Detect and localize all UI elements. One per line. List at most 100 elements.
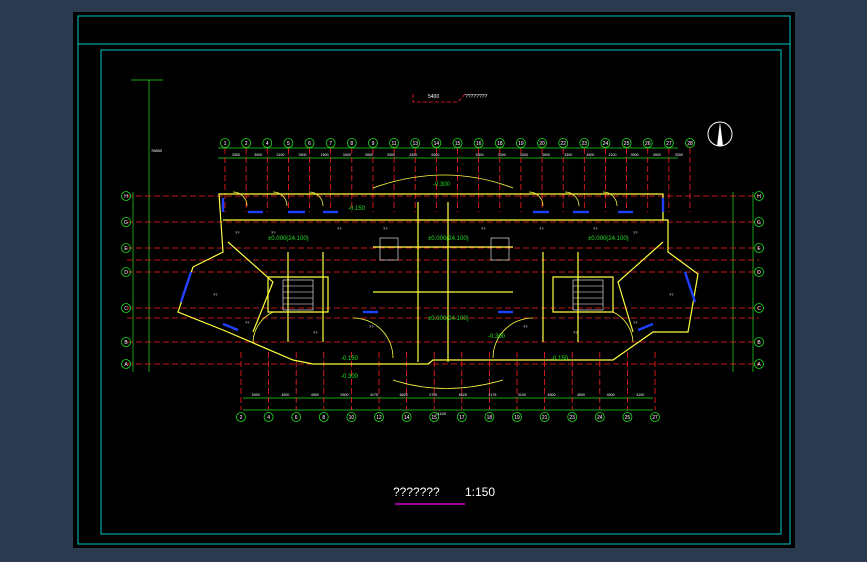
- grid-top-26: 26: [645, 141, 651, 147]
- dim-bottom: 3100: [636, 393, 644, 397]
- dim-top: 3900: [631, 153, 639, 157]
- grid-left-C: C: [124, 306, 128, 312]
- grid-bottom-2: 2: [240, 415, 243, 421]
- grid-left-H-circle: [121, 191, 131, 201]
- dim-top: 3300: [232, 153, 240, 157]
- grid-bottom-27-circle: [650, 412, 660, 422]
- grid-bottom-14: 14: [404, 415, 410, 421]
- grid-top-16: 16: [476, 141, 482, 147]
- grid-right-H-circle: [754, 191, 764, 201]
- dim-top: 3300: [343, 153, 351, 157]
- dim-top: 3900: [299, 153, 307, 157]
- grid-top-13: 13: [412, 141, 418, 147]
- grid-top-18: 18: [497, 141, 503, 147]
- room-label: ??: [245, 320, 250, 325]
- grid-top-15-circle: [452, 138, 463, 148]
- grid-top-19-circle: [516, 138, 526, 148]
- grid-right-G: G: [757, 220, 761, 226]
- grid-bottom-10: 10: [349, 415, 355, 421]
- grid-bottom-19-circle: [512, 412, 522, 422]
- inner-frame: [100, 49, 782, 535]
- level-center-left: ±0.000(24.100): [268, 236, 309, 242]
- grid-bottom-27: 27: [652, 415, 658, 421]
- grid-bottom-12: 12: [376, 415, 382, 421]
- grid-top-27-circle: [663, 138, 674, 148]
- level-small-right: -0.300: [488, 334, 506, 340]
- level-bottom-left: -0.150: [341, 356, 359, 362]
- grid-left-B-circle: [121, 337, 131, 347]
- dim-bottom: 4500: [281, 393, 289, 397]
- building-walls: [177, 193, 699, 365]
- grid-bottom-4-circle: [263, 412, 274, 422]
- level-bottom-right: -0.150: [551, 356, 569, 362]
- grid-top-16-circle: [473, 138, 484, 148]
- level-small-left: -0.150: [348, 206, 366, 212]
- grid-left-E: E: [124, 246, 128, 252]
- grid-right-A-circle: [754, 359, 764, 369]
- room-label: ??: [481, 226, 486, 231]
- drawing-sheet: 5400 ???????? 78650 74100 ??????? 1:150 …: [73, 12, 795, 548]
- room-label: ??: [593, 226, 598, 231]
- grid-top-1-circle: [220, 138, 230, 148]
- dim-top: 3900: [365, 153, 373, 157]
- grid-top-5-circle: [283, 138, 294, 148]
- grid-right-E-circle: [754, 243, 764, 253]
- grid-top-11-circle: [389, 138, 399, 148]
- grid-right-A: A: [757, 362, 761, 368]
- windows: [179, 198, 697, 332]
- dim-top: 6300: [431, 153, 439, 157]
- grid-right-D: D: [757, 270, 761, 276]
- outer-frame: [77, 15, 791, 545]
- grid-top-14-circle: [431, 138, 442, 148]
- grid-bottom-10-circle: [346, 412, 357, 422]
- dim-top: 1500: [321, 153, 329, 157]
- dim-top: 3900: [542, 153, 550, 157]
- level-bottom-far: -0.300: [341, 374, 359, 380]
- grid-left-A-circle: [121, 359, 131, 369]
- door-arcs: [232, 174, 634, 389]
- dim-top: 3900: [653, 153, 661, 157]
- note-label: ????????: [465, 94, 487, 100]
- grid-top-19: 19: [518, 141, 524, 147]
- grid-right-H: H: [757, 194, 761, 200]
- note-value: 5400: [428, 94, 439, 100]
- dim-top: 5300: [476, 153, 484, 157]
- level-lower-center: ±0.000(24.100): [428, 316, 469, 322]
- grid-top-6-circle: [304, 138, 315, 148]
- grid-bottom-4: 4: [267, 415, 270, 421]
- room-label: ??: [337, 226, 342, 231]
- grid-bottom-15-circle: [429, 412, 440, 422]
- grid-bottom-8: 8: [322, 415, 325, 421]
- grid-bottom-6: 6: [295, 415, 298, 421]
- grid-bottom-17: 17: [459, 415, 465, 421]
- grid-left-D-circle: [121, 267, 131, 277]
- dim-bottom: 3100: [518, 393, 526, 397]
- room-label: ??: [669, 292, 674, 297]
- dim-bottom: 5300: [252, 393, 260, 397]
- room-label: ??: [313, 330, 318, 335]
- grid-top-26-circle: [642, 138, 653, 148]
- grid-top-4: 4: [266, 141, 269, 147]
- grid-left-G: G: [124, 220, 128, 226]
- grid-top-14: 14: [434, 141, 440, 147]
- drawing-title: ???????: [393, 485, 440, 499]
- grid-top-4-circle: [262, 138, 273, 148]
- grid-top-18-circle: [494, 138, 505, 148]
- dim-bottom: 2700: [429, 393, 437, 397]
- dim-bottom: 6625: [459, 393, 467, 397]
- grid-top-11: 11: [391, 141, 396, 147]
- grid-bottom-18-circle: [484, 412, 495, 422]
- floor-plan-svg: 5400 ???????? 78650 74100 ??????? 1:150 …: [77, 15, 791, 545]
- grid-bottom-24-circle: [594, 412, 605, 422]
- grid-right-C-circle: [754, 303, 764, 313]
- dim-bottom: 4175: [488, 393, 496, 397]
- grid-top-1: 1: [224, 141, 227, 147]
- grid-left-E-circle: [121, 243, 131, 253]
- room-label: ??: [271, 230, 276, 235]
- room-label: ??: [383, 226, 388, 231]
- grid-bottom-23: 23: [569, 415, 575, 421]
- room-label: ??: [633, 230, 638, 235]
